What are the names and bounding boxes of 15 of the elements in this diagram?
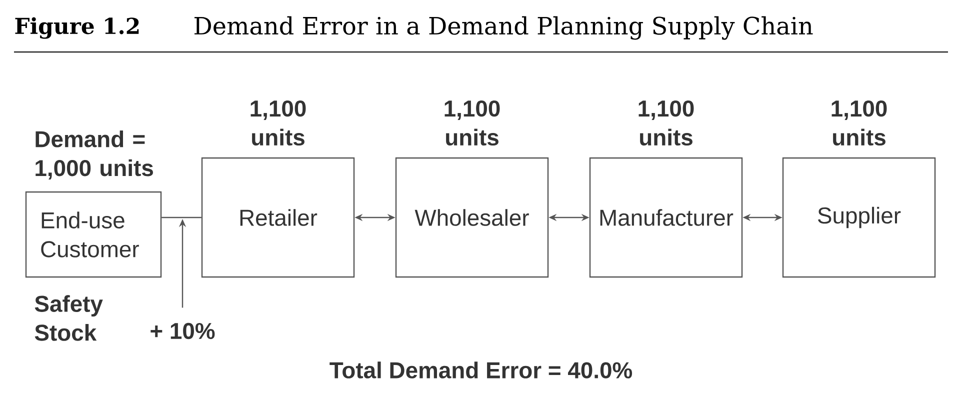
- quantity-label: 1,100 units: [444, 100, 500, 146]
- annotation-label: Total Demand Error = 40.0%: [330, 362, 632, 378]
- quantity-label: 1,100 units: [638, 100, 694, 146]
- figure-title: Demand Error in a Demand Planning Supply Chain: [194, 16, 813, 40]
- quantity-label: 1,100 units: [250, 100, 306, 146]
- entity-box: Retailer: [201, 157, 355, 278]
- quantity-label: 1,100 units: [832, 100, 887, 146]
- figure-number: Figure 1.2: [15, 17, 139, 39]
- percentage-label: + 10%: [150, 322, 215, 340]
- entity-box: End-use Customer: [25, 191, 162, 278]
- entity-box: Wholesaler: [395, 157, 549, 278]
- demand-label: Demand = 1,000 units: [36, 130, 153, 180]
- entity-box: Manufacturer: [589, 157, 743, 278]
- entity-box: Supplier: [782, 157, 936, 278]
- connector-line: [162, 216, 202, 218]
